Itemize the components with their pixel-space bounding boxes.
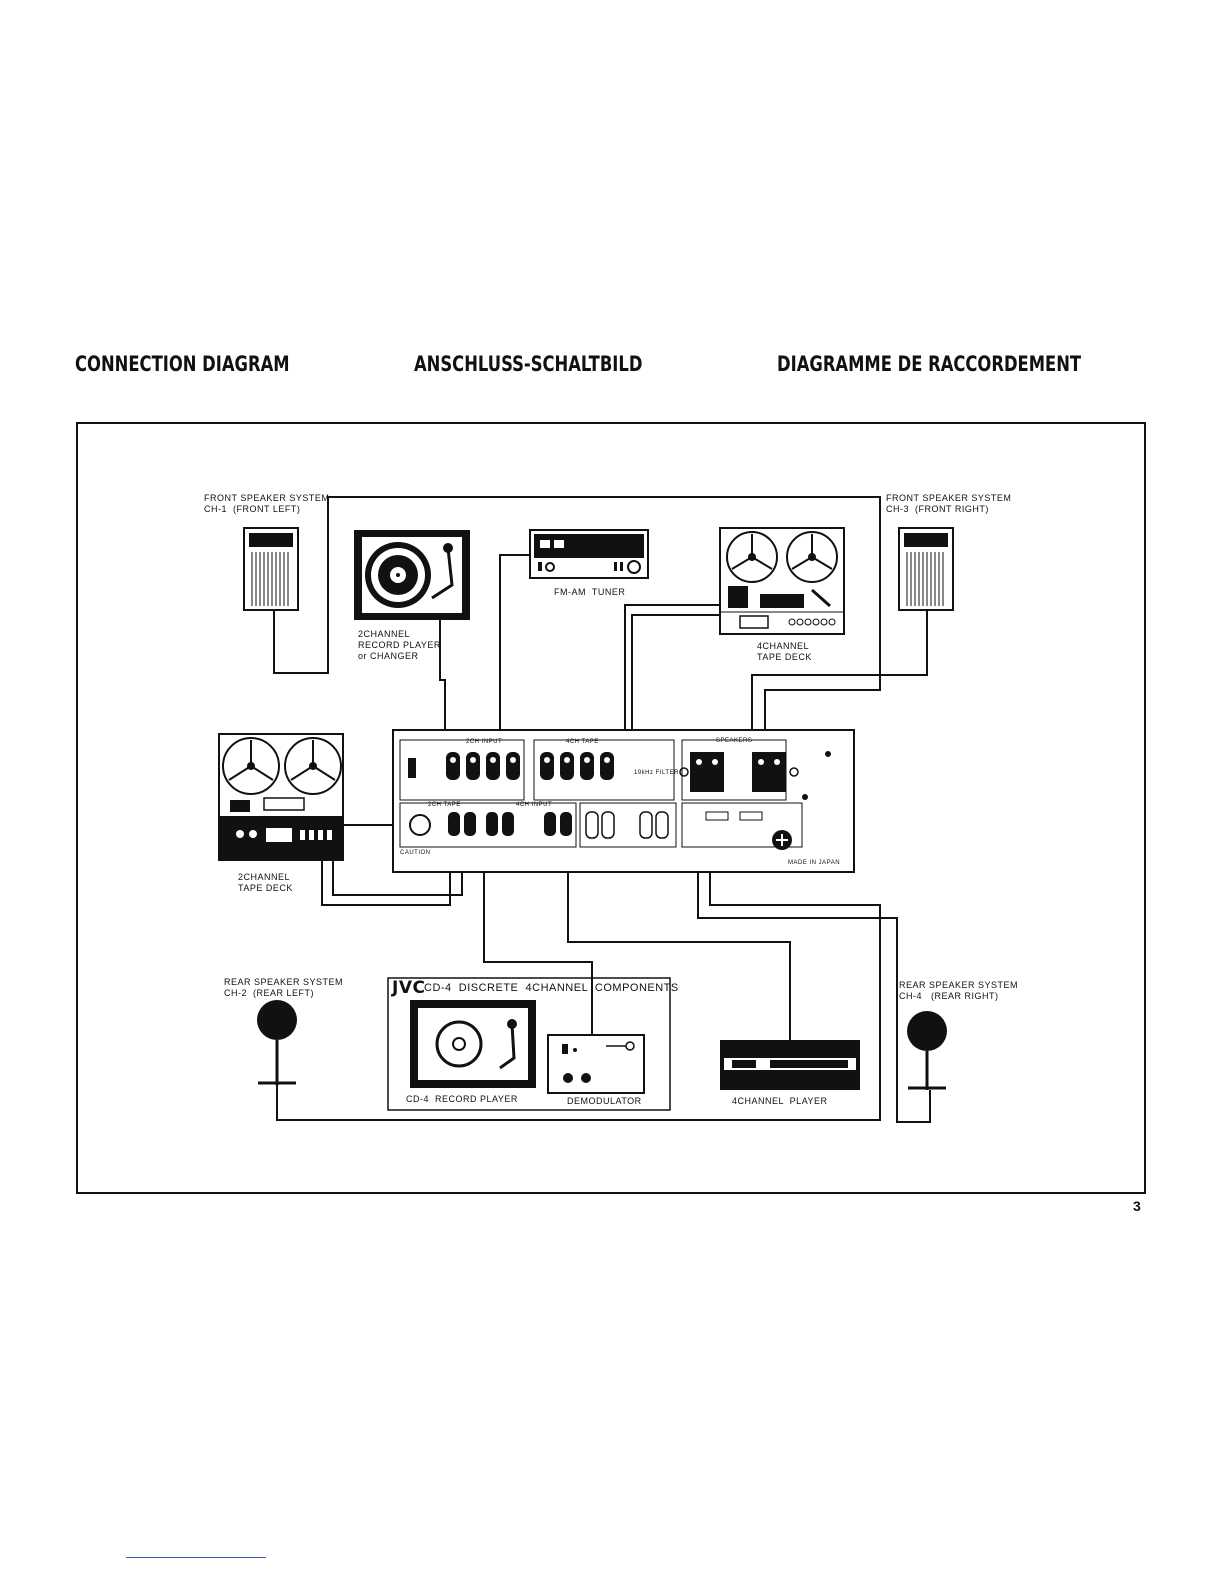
rear-left-speaker-label: REAR SPEAKER SYSTEM CH-2 (REAR LEFT): [224, 977, 344, 998]
panel-4ch-input-label: 4CH INPUT: [516, 802, 553, 808]
panel-filter-label: 19kHz FILTER: [634, 770, 679, 776]
title-french: DIAGRAMME DE RACCORDEMENT: [777, 352, 1082, 376]
wire-tape-4ch-b: [631, 614, 720, 760]
wire-record-player: [439, 620, 446, 765]
tape-deck-4ch-icon: [719, 527, 845, 635]
panel-made-in-label: MADE IN JAPAN: [788, 860, 841, 866]
wire-tuner: [499, 554, 530, 765]
wire-front-left: [273, 496, 881, 790]
cd4-heading: CD-4 DISCRETE 4CHANNEL COMPONENTS: [424, 982, 679, 994]
panel-2ch-tape-label: 2CH TAPE: [428, 802, 461, 808]
front-left-speaker-label: FRONT SPEAKER SYSTEM CH-1 (FRONT LEFT): [204, 493, 330, 514]
wire-4ch-player: [567, 825, 791, 1040]
cd4-record-player-label: CD-4 RECORD PLAYER: [406, 1094, 518, 1104]
jvc-logo-text: JVC: [392, 978, 426, 998]
rear-right-speaker-icon: [907, 1011, 947, 1090]
panel-speakers-label: SPEAKERS: [716, 738, 753, 744]
footer-line: [126, 1557, 266, 1558]
tape-deck-2ch-icon: [218, 733, 344, 861]
wire-demodulator: [483, 825, 593, 1035]
tape-deck-4ch-label: 4CHANNEL TAPE DECK: [757, 641, 812, 662]
cd4-record-player-icon: [410, 1000, 536, 1088]
front-right-speaker-label: FRONT SPEAKER SYSTEM CH-3 (FRONT RIGHT): [886, 493, 1012, 514]
demodulator-label: DEMODULATOR: [567, 1096, 642, 1106]
rear-left-speaker-icon: [257, 1000, 297, 1085]
front-right-speaker-icon: [898, 527, 954, 611]
title-english: CONNECTION DIAGRAM: [75, 352, 290, 376]
cd4-components-box: [387, 977, 671, 1111]
title-german: ANSCHLUSS-SCHALTBILD: [414, 352, 643, 376]
tape-deck-2ch-label: 2CHANNEL TAPE DECK: [238, 872, 293, 893]
record-player-2ch-label: 2CHANNEL RECORD PLAYER or CHANGER: [358, 629, 441, 661]
record-player-2ch-icon: [354, 530, 470, 620]
panel-caution-label: CAUTION: [400, 850, 431, 856]
player-4ch-label: 4CHANNEL PLAYER: [732, 1096, 828, 1106]
panel-2ch-input-label: 2CH INPUT: [466, 739, 503, 745]
wire-rear-left: [276, 825, 881, 1121]
rear-right-speaker-label: REAR SPEAKER SYSTEM CH-4 (REAR RIGHT): [899, 980, 1019, 1001]
tuner-label: FM-AM TUNER: [554, 587, 626, 597]
wire-tape-4ch-a: [624, 604, 720, 755]
connection-wires: [273, 496, 931, 1123]
tuner-icon: [529, 529, 649, 579]
wire-rear-right: [697, 825, 931, 1123]
demodulator-icon: [547, 1034, 645, 1094]
amplifier-rear-panel: [392, 729, 855, 873]
panel-4ch-tape-label: 4CH TAPE: [566, 739, 599, 745]
front-left-speaker-icon: [243, 527, 299, 611]
diagram-frame: [76, 422, 1146, 1194]
page-number: 3: [1133, 1198, 1141, 1214]
player-4ch-icon: [720, 1040, 860, 1090]
